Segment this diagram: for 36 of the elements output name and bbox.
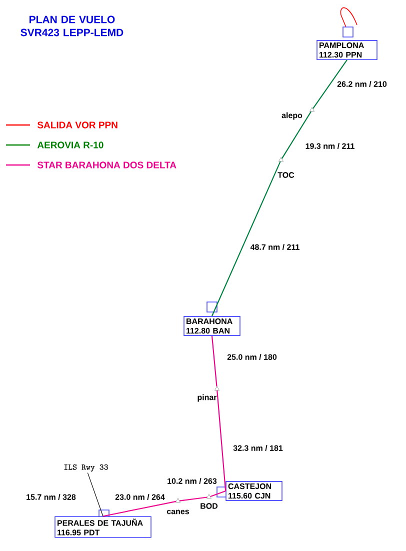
route-line <box>210 490 226 497</box>
edge-label: 26.2 nm / 210 <box>336 80 388 88</box>
edge-label: 32.3 nm / 181 <box>232 444 284 452</box>
route-line <box>216 390 226 492</box>
route-line <box>281 111 312 159</box>
node-label: canes <box>166 510 190 514</box>
waypoint: BOD <box>200 494 218 509</box>
legend-text: STAR BARAHONA DOS DELTA <box>37 162 176 168</box>
note-text: ILS Rwy 33 <box>64 464 108 472</box>
station-box: PERALES DE TAJUÑA 116.95 PDT <box>54 510 152 538</box>
waypoint: TOC <box>278 157 294 178</box>
node-label: pinar <box>198 394 217 402</box>
node-label: BOD <box>200 503 218 509</box>
node-label: alepo <box>282 112 302 120</box>
legend-text: AEROVIA R-10 <box>37 142 104 148</box>
edge-label: 19.3 nm / 211 <box>304 142 356 150</box>
waypoint: canes <box>166 498 189 514</box>
station-box: PAMPLONA 112.30 PPN <box>316 26 378 60</box>
distance-label: 15.7 nm / 328 <box>25 493 77 501</box>
route-line <box>102 500 176 517</box>
route-line <box>212 161 281 316</box>
edge-label: 23.0 nm / 264 <box>114 493 166 501</box>
edge-label: 10.2 nm / 263 <box>166 477 218 485</box>
waypoint: pinar <box>198 386 220 402</box>
route-line <box>312 60 348 109</box>
waypoint: alepo <box>282 107 314 120</box>
node-label: TOC <box>278 172 294 178</box>
edge-label: 48.7 nm / 211 <box>249 243 301 251</box>
leader-line <box>87 472 104 517</box>
edge-label: 25.0 nm / 180 <box>226 353 278 361</box>
route-line <box>180 496 208 502</box>
station-box: CASTEJON 115.60 CJN <box>216 481 282 501</box>
title: PLAN DE VUELO SVR423 LEPP-LEMD <box>20 16 124 36</box>
route-line <box>211 336 218 386</box>
station-box: BARAHONA 112.80 BAN <box>184 302 240 336</box>
legend-text: SALIDA VOR PPN <box>37 122 118 128</box>
